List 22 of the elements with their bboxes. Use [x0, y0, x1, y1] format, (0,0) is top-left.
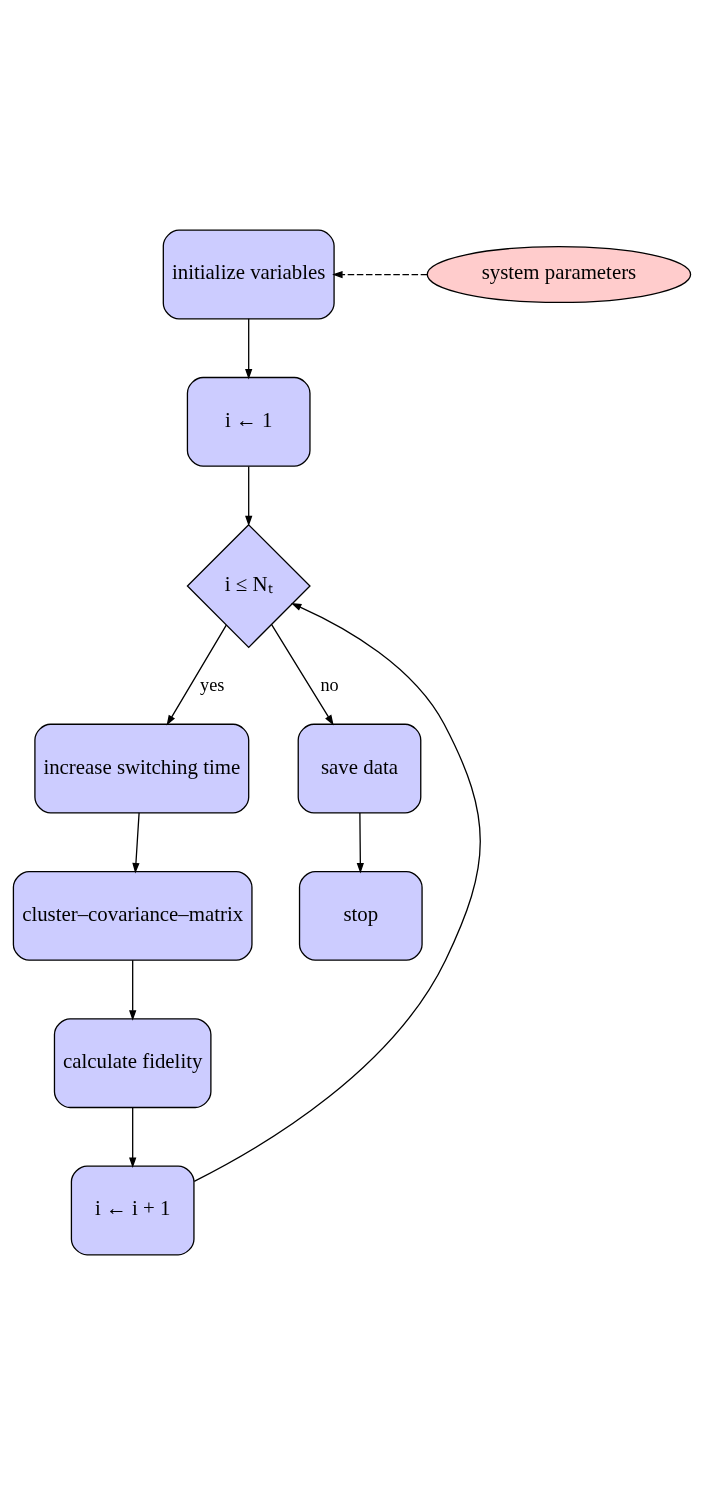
node-box: cluster–covariance–matrix: [12, 870, 253, 961]
node-box: save data: [297, 723, 422, 814]
arrow: [129, 959, 137, 1021]
node-diamond: i ≤ Nₜ: [186, 523, 311, 649]
arrow: [245, 318, 253, 380]
node-box: i ← 1: [186, 376, 311, 467]
arrow: [356, 812, 364, 874]
arrow: [271, 624, 334, 726]
edge-label: yes: [200, 674, 225, 695]
edge-label: no: [320, 674, 339, 695]
arrow: [245, 465, 253, 527]
arrow: [332, 270, 428, 279]
arrow: [132, 812, 140, 874]
node-box: initialize variables: [162, 229, 335, 320]
node-box: i ← i + 1: [70, 1165, 195, 1256]
node-box: increase switching time: [34, 723, 250, 814]
node-box: stop: [298, 870, 423, 961]
arrow: [129, 1106, 137, 1168]
arrow: [166, 624, 227, 726]
arrow: [193, 603, 481, 1183]
node-ellipse: system parameters: [426, 245, 692, 304]
node-box: calculate fidelity: [53, 1018, 212, 1109]
